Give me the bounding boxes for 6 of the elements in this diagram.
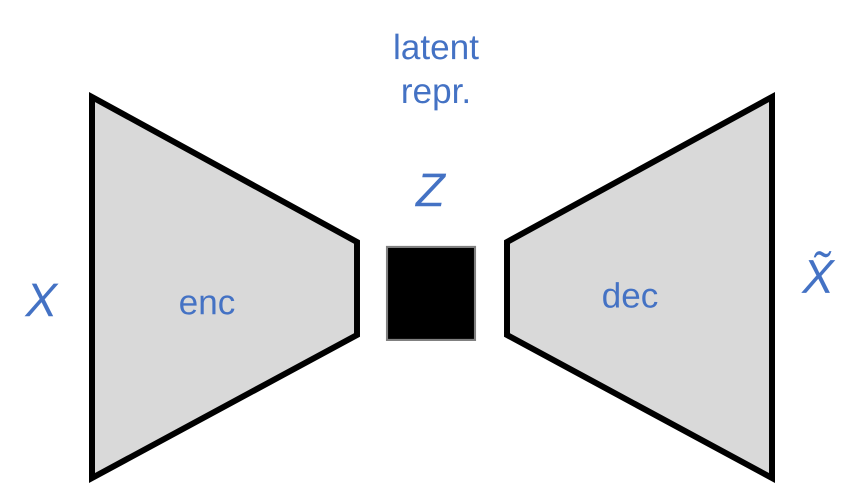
variable-label: X̃: [801, 251, 836, 293]
decoder-trapezoid: dec: [504, 92, 775, 483]
variable-label: X: [24, 284, 59, 316]
caption-text: latent repr.: [395, 34, 479, 110]
latent-square: [386, 246, 476, 342]
variable-label: Z: [414, 174, 446, 206]
